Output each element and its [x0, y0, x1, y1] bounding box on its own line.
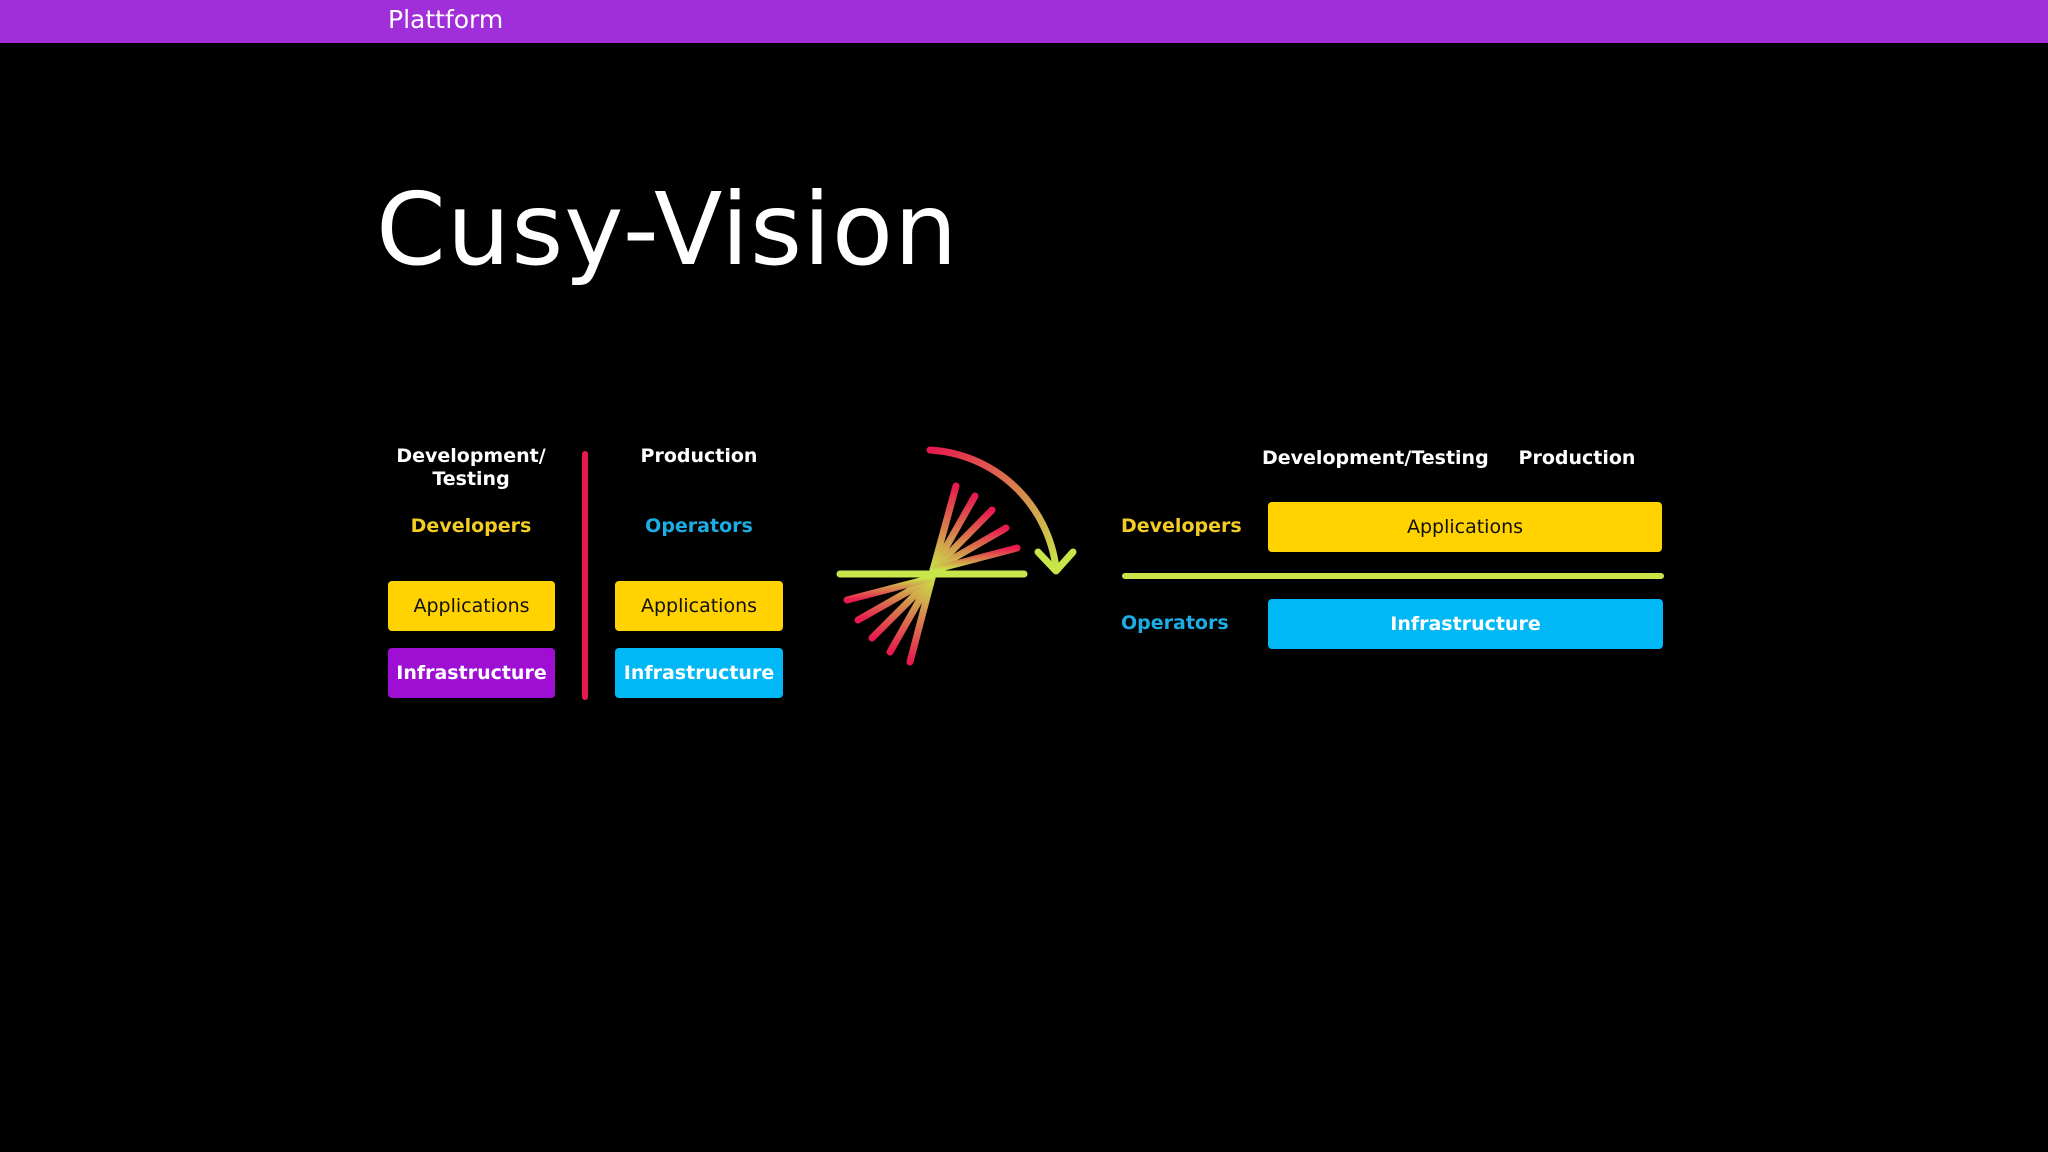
- left-developers-label: Developers: [410, 515, 532, 537]
- section-label: Plattform: [388, 5, 504, 34]
- right-operators-label: Operators: [1121, 612, 1229, 634]
- right-col-prod-header: Production: [1518, 447, 1636, 469]
- page-title: Cusy-Vision: [376, 171, 959, 288]
- right-applications-box: Applications: [1268, 502, 1662, 552]
- right-divider-line: [1122, 573, 1664, 579]
- left-dev-applications-box: Applications: [388, 581, 555, 631]
- left-prod-applications-box: Applications: [615, 581, 783, 631]
- left-dev-infrastructure-box: Infrastructure: [388, 648, 555, 698]
- left-col-prod-header: Production: [640, 445, 758, 467]
- right-infrastructure-box: Infrastructure: [1268, 599, 1663, 649]
- cusy-logo-icon: [836, 446, 1077, 670]
- top-bar: Plattform: [0, 0, 2048, 43]
- right-developers-label: Developers: [1121, 515, 1242, 537]
- left-operators-label: Operators: [645, 515, 753, 537]
- right-col-dev-header: Development/Testing: [1262, 447, 1489, 469]
- left-prod-infrastructure-box: Infrastructure: [615, 648, 783, 698]
- left-col-dev-header: Development/ Testing: [396, 445, 546, 490]
- left-divider-line: [582, 451, 588, 700]
